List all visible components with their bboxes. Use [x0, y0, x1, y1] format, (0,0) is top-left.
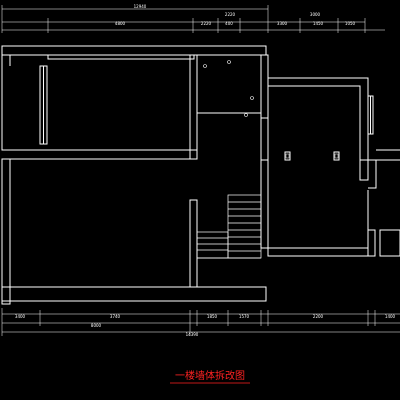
top-segment-dim: 400 — [225, 21, 233, 26]
bathroom-fixtures — [203, 60, 254, 117]
top-segment-dim: 1050 — [345, 21, 356, 26]
top-overall-dim: 12940 — [134, 4, 147, 9]
staircase — [196, 194, 262, 259]
drawing-title: 一楼墙体拆改图 — [175, 369, 245, 382]
bottom-segment-dim: 2200 — [313, 314, 324, 319]
top-segment-dim: 4800 — [115, 21, 126, 26]
bottom-dimension-chain — [1, 308, 400, 336]
bottom-group-dim: 8000 — [91, 323, 102, 328]
top-segment-dim: 2220 — [201, 21, 212, 26]
top-dimension-chain — [1, 5, 385, 33]
walls — [1, 45, 400, 305]
top-segment-dim: 3300 — [277, 21, 288, 26]
top-segment-dim: 1450 — [313, 21, 324, 26]
bottom-segment-dim: 1570 — [239, 314, 250, 319]
bottom-segment-dim: 1850 — [207, 314, 218, 319]
bottom-segment-dim: 1400 — [385, 314, 396, 319]
bottom-segment-dim: 3400 — [15, 314, 26, 319]
pipe-markers — [285, 153, 339, 159]
top-group-dim: 2220 — [225, 12, 236, 17]
bottom-overall-dim: 14390 — [186, 332, 199, 337]
bottom-segment-dim: 3740 — [110, 314, 121, 319]
top-group-dim: 3000 — [310, 12, 321, 17]
